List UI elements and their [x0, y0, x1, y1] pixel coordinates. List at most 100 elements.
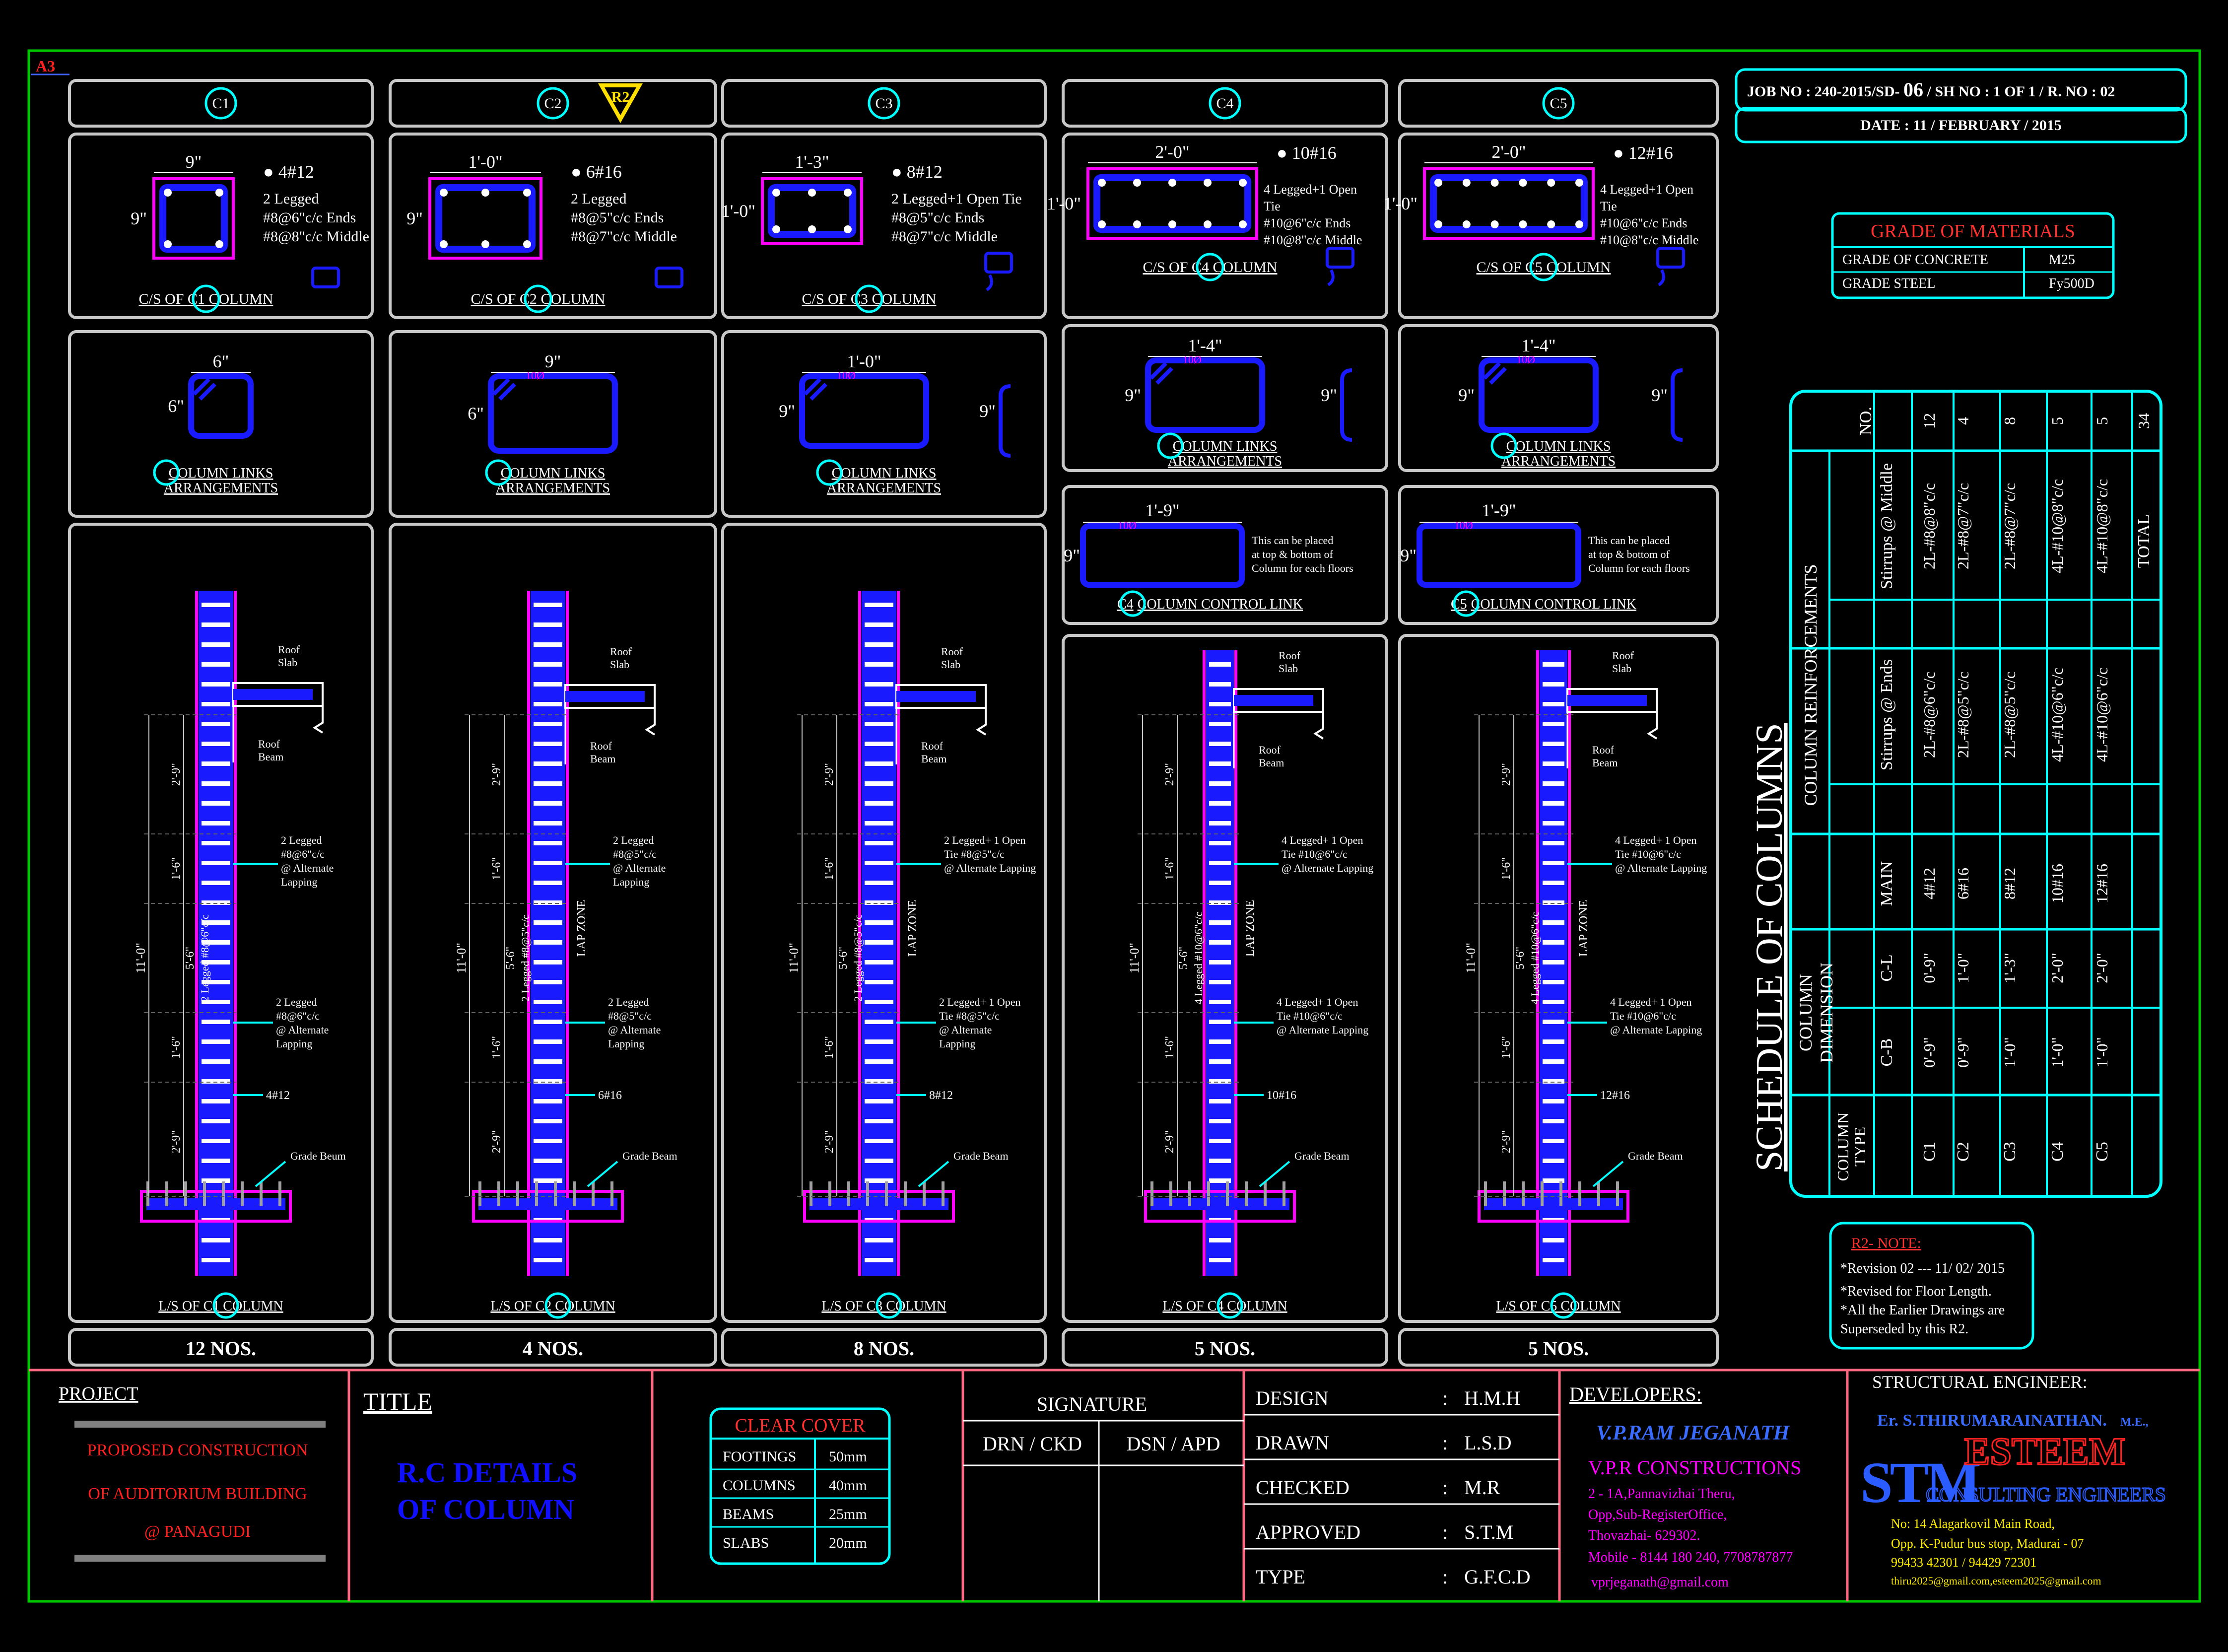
dowel-bar [923, 1181, 926, 1206]
control-link-shape [1417, 523, 1581, 588]
stirrup-lap-note: Tie #8@5"c/c [939, 1010, 1000, 1022]
grade-beam-label: Grade Beam [1628, 1150, 1683, 1162]
stirrup-lap-note: @ Alternate [613, 862, 666, 874]
stirrup-lap-note: 2 Legged [276, 996, 317, 1008]
stirrup-ties [1543, 660, 1564, 1266]
stirrup-lap-note: 4 Legged+ 1 Open [1282, 834, 1363, 846]
schedule-sub-middle: Stirrups @ Middle [1878, 463, 1896, 589]
stirrup-lap-note: Tie #10@6"c/c [1615, 848, 1681, 860]
caption-suffix: COLUMN [1209, 259, 1278, 275]
link-hook [1483, 362, 1507, 385]
revision-note-line: *All the Earlier Drawings are [1840, 1303, 2005, 1318]
column-tag-circle [204, 87, 237, 120]
control-link-note: Column for each floors [1588, 562, 1690, 574]
segment-dim: 1'-6" [823, 857, 836, 880]
long-section-caption: L/S OF C4 COLUMN [1162, 1299, 1287, 1314]
grade-beam-leader [918, 1161, 949, 1187]
developers-label: DEVELOPERS: [1569, 1383, 1702, 1405]
main-bar [215, 189, 223, 197]
roof-slab-label: Slab [278, 656, 297, 669]
drawing-title-line: OF COLUMN [397, 1493, 574, 1525]
revision-note-line: *Revised for Floor Length. [1840, 1284, 1992, 1299]
slab-reinforcement [1234, 695, 1313, 706]
dowel-bar [573, 1181, 576, 1206]
svg-text:JOB NO : 240-2015/SD- 06: JOB NO : 240-2015/SD- 06 / SH NO : 1 OF … [1747, 78, 2115, 101]
roof-beam-label: Beam [590, 753, 615, 765]
schedule-main-cell: 8#12 [2001, 868, 2019, 899]
caption-suffix: COLUMN [551, 1299, 615, 1314]
middle-dim: 5'-6" [504, 947, 517, 969]
caption-prefix: L/S OF [490, 1299, 535, 1314]
side-stirrup-note: 4 Legged #10@6"c/c [1529, 911, 1541, 1004]
cross-section-caption: C/S OF C3 COLUMN [802, 291, 937, 307]
column-header-box [389, 79, 717, 128]
schedule-header-type: TYPE [1851, 1127, 1869, 1167]
control-link-bar-dia: 10Ø [1454, 519, 1473, 532]
schedule-no-cell: 5 [2093, 417, 2111, 425]
role-name: S.T.M [1464, 1521, 1513, 1543]
stirrup-lap-note: Lapping [276, 1037, 312, 1050]
schedule-cl-cell: 1'-3" [2001, 953, 2019, 983]
schedule-ends-cell: 4L-#10@6"c/c [2048, 668, 2066, 762]
stirrup-ties [1209, 660, 1231, 1266]
links-panel [1398, 324, 1719, 472]
stirrup-lap-note: @ Alternate [276, 1024, 329, 1036]
stirrup-lap-note: Lapping [613, 876, 649, 888]
dowel-bar [592, 1181, 595, 1206]
control-link-panel [1062, 485, 1388, 625]
grade-table: GRADE OF MATERIALS GRADE OF CONCRETE M25… [1831, 212, 2115, 299]
segment-dim: 1'-6" [490, 1036, 503, 1059]
main-bar-label: 4#12 [266, 1089, 290, 1102]
main-bar-label: 6#16 [598, 1089, 622, 1102]
link-hook [193, 378, 216, 401]
main-bar [772, 225, 780, 233]
logo-word: ESTEEM [1964, 1430, 2125, 1473]
link-width-dim: 1'-4" [1188, 336, 1222, 355]
links-caption-line: COLUMN LINKS [501, 466, 606, 481]
caption-tag-circle [876, 1292, 902, 1319]
segment-dim: 2'-9" [490, 1130, 503, 1153]
cover-value: 50mm [829, 1448, 867, 1465]
dowel-bar [554, 1181, 557, 1206]
dowel-bar [847, 1181, 850, 1206]
schedule-type-cell: C3 [2001, 1142, 2019, 1162]
caption-prefix: L/S OF [821, 1299, 866, 1314]
stirrup-note-line: #8@6"c/c Ends [263, 209, 356, 226]
stirrup-lap-note: 4 Legged+ 1 Open [1610, 996, 1692, 1008]
caption-tag: C2 [520, 291, 537, 307]
grade-beam-leader [587, 1161, 618, 1187]
overall-dim: 11'-0" [1464, 943, 1478, 973]
caption-tag-circle [1453, 590, 1480, 617]
role-separator: : [1442, 1476, 1448, 1499]
caption-suffix: COLUMN [205, 291, 273, 307]
cross-section-caption: C/S OF C5 COLUMN [1477, 259, 1611, 275]
links-panel [721, 330, 1047, 518]
dowel-bar [1522, 1181, 1525, 1206]
dowel-bar [535, 1181, 538, 1206]
dowel-bar [1264, 1181, 1267, 1206]
caption-suffix: COLUMN [1223, 1299, 1287, 1314]
schedule-ends-cell: 2L-#8@5"c/c [2001, 672, 2019, 758]
esteem-logo: STM ESTEEM CONSULTING ENGINEERS [1860, 1429, 2166, 1515]
main-bar [1434, 179, 1442, 187]
cover-value: 20mm [829, 1535, 867, 1551]
stirrup-lap-note: @ Alternate Lapping [944, 862, 1036, 874]
dowel-bar [516, 1181, 519, 1206]
stirrup-lap-note: 2 Legged [613, 834, 654, 846]
section-stirrup [1093, 174, 1251, 233]
stirrup-lap-note: Tie #10@6"c/c [1277, 1010, 1343, 1022]
engineer-email: thiru2025@gmail.com,esteem2025@gmail.com [1891, 1575, 2101, 1587]
dowel-bar [497, 1181, 500, 1206]
link-height-dim: 6" [468, 404, 484, 423]
slab-reinforcement [896, 691, 976, 702]
schedule-header-reinforcements: COLUMN REINFORCEMENTS [1801, 564, 1821, 806]
caption-suffix: COLUMN [868, 291, 937, 307]
engineer-name: Er. S.THIRUMARAINATHAN. [1877, 1411, 2107, 1430]
dowel-bar [278, 1181, 281, 1206]
main-bar [1519, 179, 1527, 187]
developer-mobile: Mobile - 8144 180 240, 7708787877 [1588, 1550, 1793, 1565]
revision-marker: R2 [598, 83, 643, 123]
column-tag: C4 [1216, 95, 1233, 112]
job-date: DATE : 11 / FEBRUARY / 2015 [1860, 117, 2062, 134]
